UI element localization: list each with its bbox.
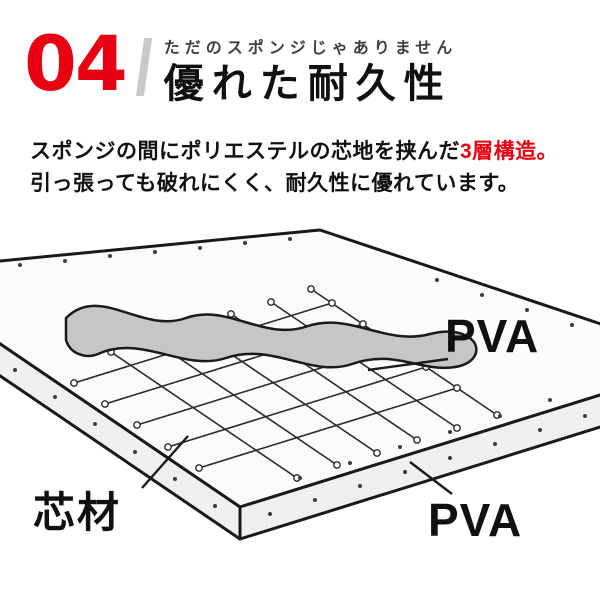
- section-subtitle: ただのスポンジじゃありません: [163, 40, 458, 57]
- sheet-right-side-face: [238, 393, 600, 541]
- structure-diagram-svg: PVA 芯材 PVA: [0, 228, 600, 546]
- peeled-top-layer: [64, 304, 478, 370]
- leader-lines: [141, 357, 453, 495]
- pore-dots: [13, 237, 587, 516]
- pva-top-leader-line: [367, 357, 449, 372]
- sheet-top-face: [0, 228, 600, 509]
- description-line1: スポンジの間にポリエステルの芯地を挟んだ3層構造。: [30, 140, 558, 163]
- section-number: 04: [24, 19, 128, 108]
- core-leader-line: [141, 435, 189, 489]
- pva-bottom-leader-line: [409, 461, 453, 495]
- section-title: 優れた耐久性: [163, 62, 452, 106]
- description-line1-text: スポンジの間にポリエステルの芯地を挟んだ: [30, 140, 460, 163]
- header-divider: [135, 38, 152, 96]
- section-header: 04 ただのスポンジじゃありません 優れた耐久性: [24, 19, 458, 108]
- header-titles: ただのスポンジじゃありません 優れた耐久性: [164, 30, 458, 106]
- description-line2: 引っ張っても破れにくく、耐久性に優れています。: [30, 171, 520, 195]
- description: スポンジの間にポリエステルの芯地を挟んだ3層構造。 引っ張っても破れにくく、耐久…: [30, 136, 558, 199]
- description-line1-highlight: 3層構造。: [460, 140, 559, 163]
- structure-diagram: PVA 芯材 PVA: [0, 222, 600, 600]
- pva-top-label: PVA: [445, 310, 539, 362]
- core-label: 芯材: [33, 489, 121, 536]
- pva-bottom-label: PVA: [428, 494, 522, 546]
